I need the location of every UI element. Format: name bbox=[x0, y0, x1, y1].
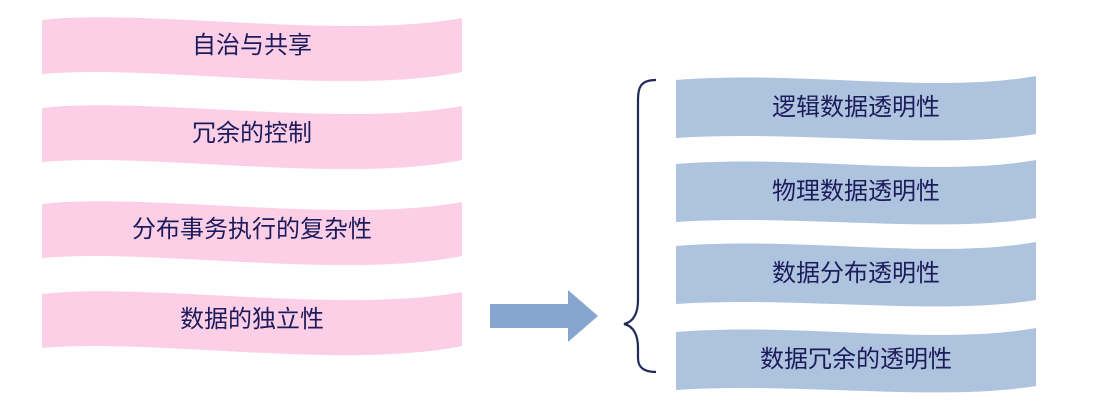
right-banner-2: 数据分布透明性 bbox=[676, 242, 1036, 307]
curly-brace-icon bbox=[623, 78, 657, 374]
left-banner-label: 自治与共享 bbox=[192, 31, 312, 59]
right-banner-3: 数据冗余的透明性 bbox=[676, 328, 1036, 393]
right-banner-label: 数据冗余的透明性 bbox=[760, 345, 952, 373]
left-banner-2: 分布事务执行的复杂性 bbox=[42, 201, 462, 266]
right-banner-1: 物理数据透明性 bbox=[676, 160, 1036, 225]
left-banner-0: 自治与共享 bbox=[42, 17, 462, 82]
right-banner-0: 逻辑数据透明性 bbox=[676, 76, 1036, 141]
right-banner-label: 物理数据透明性 bbox=[772, 177, 940, 205]
left-banner-3: 数据的独立性 bbox=[42, 291, 462, 356]
left-banner-label: 数据的独立性 bbox=[180, 305, 324, 333]
right-banner-label: 逻辑数据透明性 bbox=[772, 93, 940, 121]
right-banner-label: 数据分布透明性 bbox=[772, 259, 940, 287]
left-banner-label: 冗余的控制 bbox=[192, 119, 312, 147]
left-banner-label: 分布事务执行的复杂性 bbox=[132, 215, 372, 243]
left-banner-1: 冗余的控制 bbox=[42, 105, 462, 170]
right-arrow-icon bbox=[490, 290, 598, 342]
